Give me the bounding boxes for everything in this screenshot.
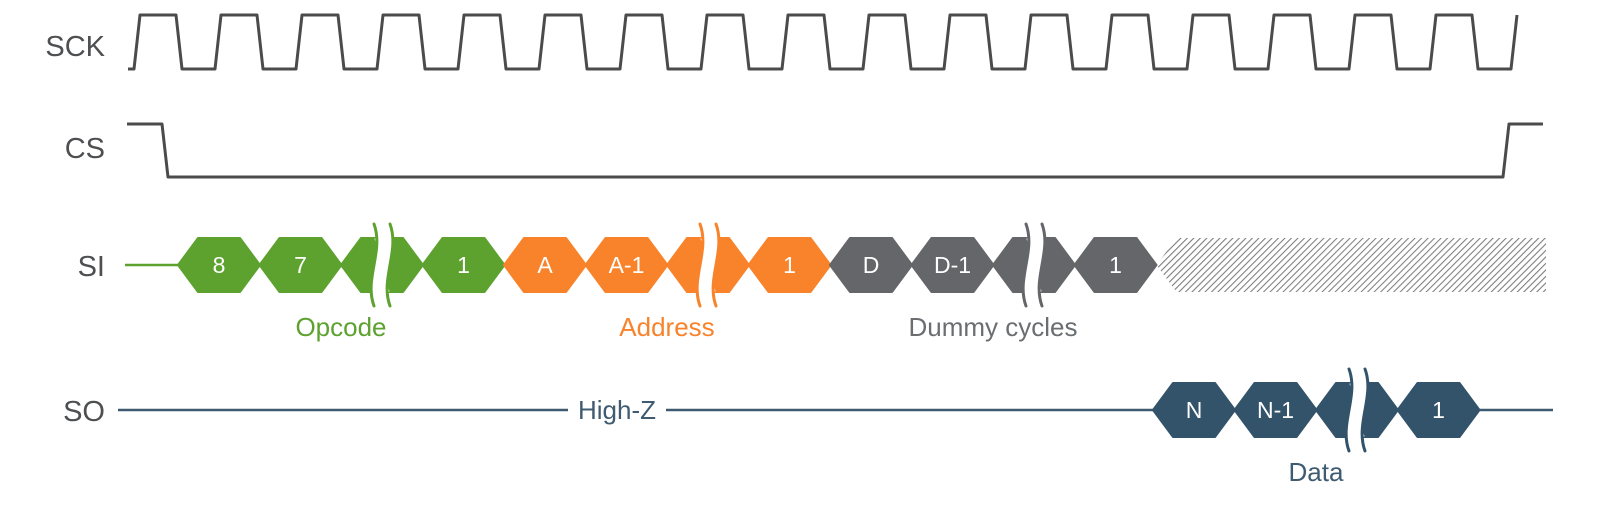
opcode-break-gap [370,231,394,299]
data-group-label: Data [1289,457,1344,487]
opcode-break-squiggle-right [385,222,395,308]
dummy-break-squiggle-left [1021,222,1031,308]
so-signal-label: SO [63,396,105,428]
so-highz-label: High-Z [578,395,656,425]
cs-waveform [127,122,1543,179]
dummy-bit1-text: 1 [1109,252,1122,278]
address-group-label: Address [619,312,714,342]
opcode-bit1-text: 1 [457,252,470,278]
data-bitN1-text: N-1 [1257,397,1294,423]
data-break-squiggle-right [1360,367,1370,453]
address-break-squiggle-left [695,222,705,308]
si-signal-label: SI [78,251,105,283]
data-bitN-text: N [1186,397,1203,423]
address-break-squiggle-right [711,222,721,308]
data-break-gap [1345,376,1369,444]
dummy-break-squiggle-right [1037,222,1047,308]
opcode-bit7-text: 7 [294,252,307,278]
opcode-bit8-text: 8 [213,252,226,278]
cs-signal-label: CS [65,133,105,165]
opcode-break-squiggle-left [369,222,379,308]
si-dummy-group: D D-1 1 Dummy cycles [829,222,1158,342]
si-address-group: A A-1 1 Address [503,222,832,342]
dummy-group-label: Dummy cycles [908,312,1077,342]
dummy-bitD1-text: D-1 [934,252,971,278]
si-dont-care-hatched-band [1156,238,1546,292]
address-break-gap [696,231,720,299]
sck-signal-label: SCK [45,31,105,63]
address-bitA1-text: A-1 [609,252,645,278]
so-data-group: N N-1 1 Data [1152,367,1481,487]
data-bit1-text: 1 [1432,397,1445,423]
address-bit1-text: 1 [783,252,796,278]
data-break-squiggle-left [1344,367,1354,453]
dummy-bitD-text: D [863,252,880,278]
sck-clock-waveform [128,13,1519,71]
opcode-group-label: Opcode [295,312,386,342]
address-bitA-text: A [537,252,553,278]
si-opcode-group: 8 7 1 Opcode [177,222,506,342]
dummy-break-gap [1022,231,1046,299]
